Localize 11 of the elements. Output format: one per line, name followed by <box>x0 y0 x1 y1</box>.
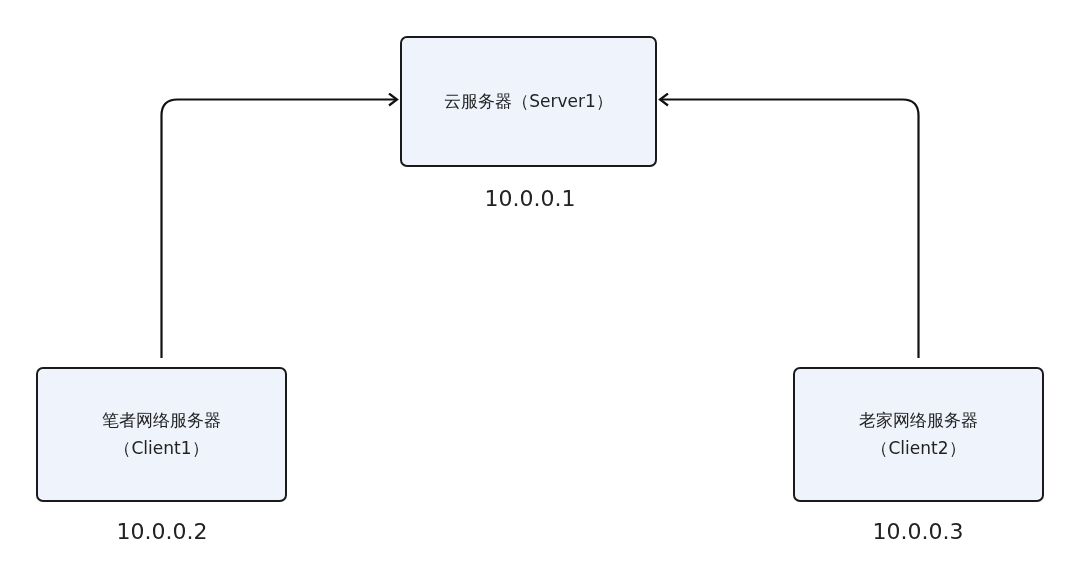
server-box <box>400 36 657 167</box>
server-label: 云服务器（Server1） <box>444 89 613 113</box>
server-box <box>36 367 287 502</box>
server-label: 笔者网络服务器（Client1） <box>101 409 222 460</box>
ip-address: 10.0.0.2 <box>116 519 208 544</box>
arrow <box>658 92 920 358</box>
server-label: 老家网络服务器（Client2） <box>858 409 979 460</box>
ip-address: 10.0.0.1 <box>484 186 576 211</box>
server-box <box>793 367 1044 502</box>
ip-address: 10.0.0.3 <box>872 519 964 544</box>
arrow <box>160 92 399 358</box>
